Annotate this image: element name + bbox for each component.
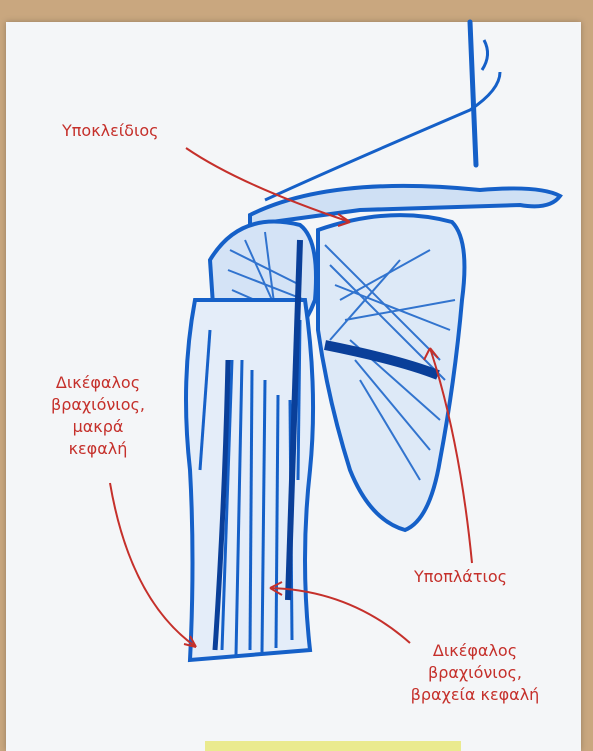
scapula [318,215,464,530]
biceps-long-arrow [110,483,196,647]
label-biceps-short-head: Δικέφαλος βραχιόνιος, βραχεία κεφαλή [380,640,570,706]
label-biceps-short-line-3: βραχεία κεφαλή [380,684,570,706]
label-subscapularis: Υποπλάτιος [414,566,507,588]
label-biceps-long-head: Δικέφαλος βραχιόνιος, μακρά κεφαλή [22,372,174,460]
label-biceps-long-line-3: μακρά [22,416,174,438]
sternum-line [470,22,476,165]
label-biceps-long-line-2: βραχιόνιος, [22,394,174,416]
label-biceps-long-line-4: κεφαλή [22,438,174,460]
label-biceps-short-line-1: Δικέφαλος [380,640,570,662]
label-subclavius: Υποκλείδιος [62,120,159,142]
label-biceps-long-line-1: Δικέφαλος [22,372,174,394]
label-biceps-short-line-2: βραχιόνιος, [380,662,570,684]
